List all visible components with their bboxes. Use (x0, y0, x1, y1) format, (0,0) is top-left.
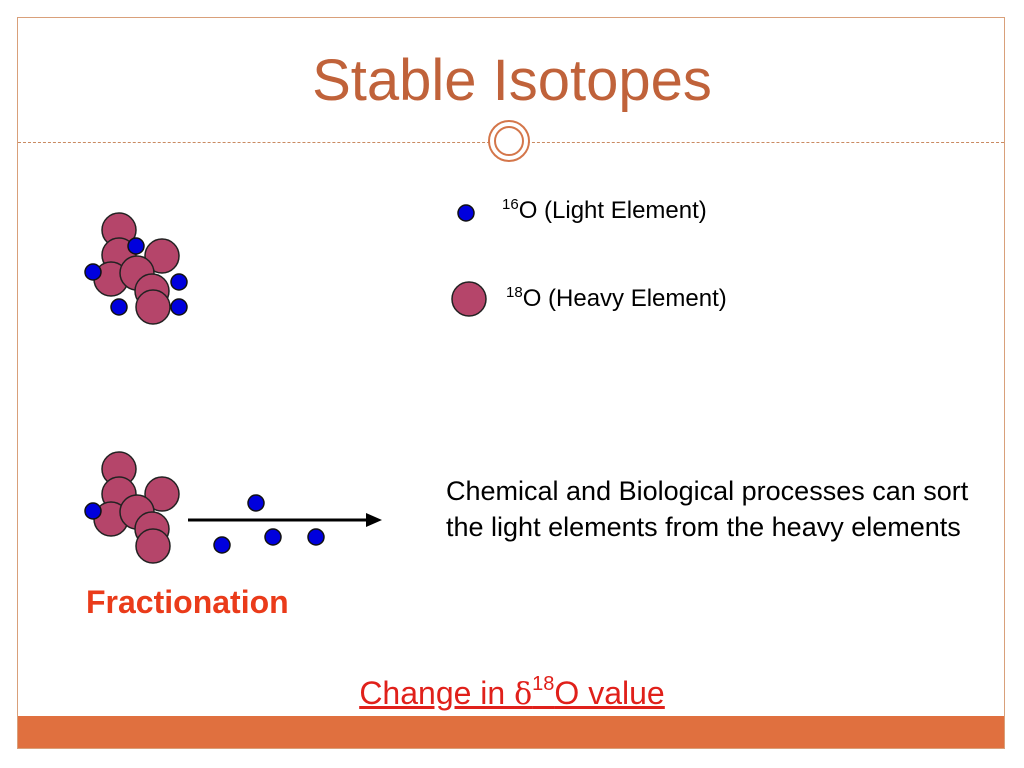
heavy-atom (135, 528, 171, 564)
delta-18o-link[interactable]: Change in δ18O value (0, 673, 1024, 712)
heavy-atom (144, 476, 180, 512)
legend-heavy-symbol (451, 281, 487, 317)
process-description: Chemical and Biological processes can so… (446, 476, 969, 542)
light-atom (84, 263, 102, 281)
divider-ring-inner (494, 126, 524, 156)
link-mass-number: 18 (532, 673, 555, 695)
legend-heavy-label: 18O (Heavy Element) (506, 284, 727, 312)
light-atom (170, 273, 188, 291)
slide-border (17, 17, 1005, 749)
heavy-atom (144, 238, 180, 274)
light-atom (213, 536, 231, 554)
light-atom (84, 502, 102, 520)
link-suffix: O value (554, 675, 665, 711)
light-atom (110, 298, 128, 316)
fractionation-arrow (188, 513, 382, 527)
bottom-accent-bar (18, 716, 1004, 748)
legend-light-label: 16O (Light Element) (502, 196, 707, 224)
light-atom (264, 528, 282, 546)
separated-light-atoms (213, 494, 325, 554)
light-atom (247, 494, 265, 512)
delta-symbol: δ (514, 677, 533, 712)
slide-title: Stable Isotopes (312, 48, 712, 113)
legend-light-symbol (457, 204, 475, 222)
heavy-atom (135, 289, 171, 325)
fractionated-cluster (84, 451, 180, 564)
light-atom (127, 237, 145, 255)
divider-ring-ornament (488, 120, 530, 162)
delta-18o-link-text[interactable]: Change in δ18O value (359, 673, 665, 712)
link-prefix: Change in (359, 675, 515, 711)
legend-heavy-mass-number: 18 (506, 284, 523, 301)
legend-light-text: O (Light Element) (518, 197, 707, 224)
legend-light-mass-number: 16 (502, 196, 519, 213)
light-atom (170, 298, 188, 316)
legend-heavy-text: O (Heavy Element) (522, 285, 727, 312)
fractionation-label: Fractionation (86, 584, 289, 620)
mixed-isotope-cluster (84, 212, 188, 325)
light-atom (307, 528, 325, 546)
